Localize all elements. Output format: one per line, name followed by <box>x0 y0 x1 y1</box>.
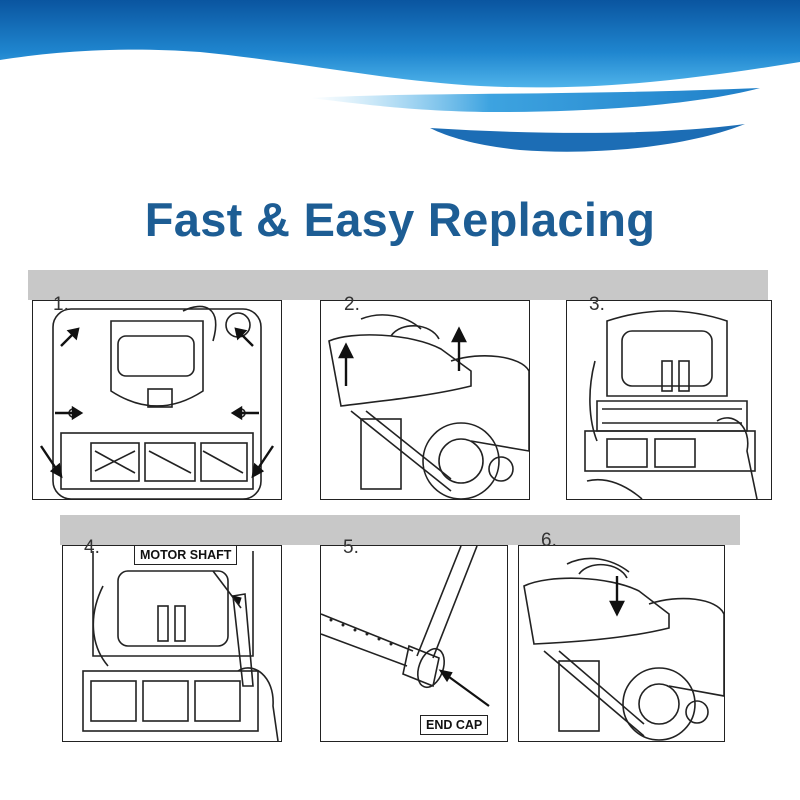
page-title: Fast & Easy Replacing <box>144 193 656 246</box>
motor-shaft-install-illustration <box>82 551 279 741</box>
step-6-panel <box>518 545 725 742</box>
end-cap-illustration <box>321 546 490 707</box>
end-cap-label: END CAP <box>420 715 489 735</box>
step-4-panel <box>62 545 282 742</box>
brush-roll-removal-illustration <box>584 310 758 499</box>
step-3-panel <box>566 300 772 500</box>
step-5-panel <box>320 545 508 742</box>
motor-shaft-label: MOTOR SHAFT <box>134 545 238 565</box>
step-1-number: 1. <box>53 294 69 315</box>
step-2-panel <box>320 300 530 500</box>
vacuum-cover-lift-illustration <box>328 314 529 499</box>
step-3-number: 3. <box>589 294 605 315</box>
step-6-number: 6. <box>541 530 557 551</box>
wave-header-graphic <box>0 0 800 152</box>
vacuum-base-illustration <box>40 305 274 499</box>
vacuum-cover-close-illustration <box>523 557 724 741</box>
step-band-top <box>28 270 768 300</box>
step-5-number: 5. <box>343 537 359 558</box>
step-4-number: 4. <box>84 537 100 558</box>
step-2-number: 2. <box>344 294 360 315</box>
step-1-panel <box>32 300 282 500</box>
step-band-bottom <box>60 515 740 545</box>
